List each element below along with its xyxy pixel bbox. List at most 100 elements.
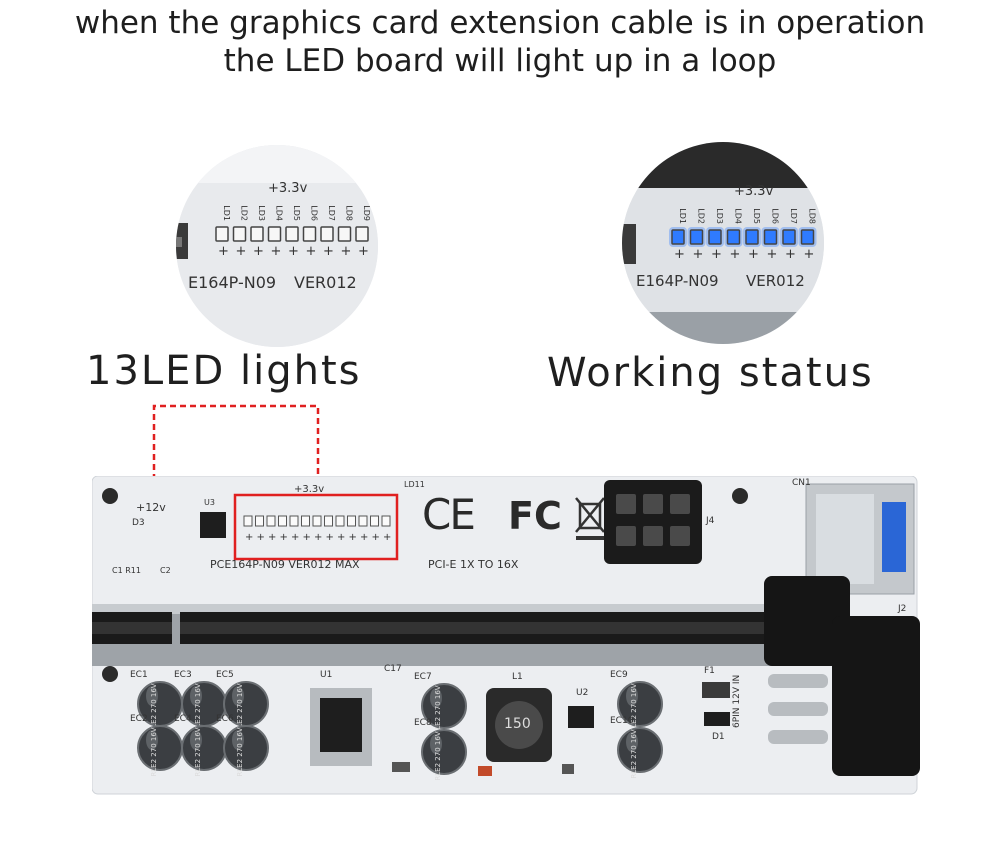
label-12v: +12v xyxy=(136,501,166,514)
zoom-left-plus-mark: + xyxy=(236,244,247,259)
zoom-left-led xyxy=(267,226,282,242)
board-plus-mark: + xyxy=(268,532,276,543)
board-plus-mark: + xyxy=(360,532,368,543)
zoom-left-plus-mark: + xyxy=(271,244,282,259)
capacitor-label: EC8 xyxy=(414,718,432,728)
label-model-line: PCE164P-N09 VER012 MAX xyxy=(210,558,360,571)
board-led xyxy=(255,515,264,527)
zoom-left-plus-mark: + xyxy=(358,244,369,259)
zoom-right-led xyxy=(726,229,741,245)
zoom-right-plus-mark: + xyxy=(730,247,741,262)
headline-line-1: when the graphics card extension cable i… xyxy=(74,5,926,41)
zoom-left-version: VER012 xyxy=(294,273,357,292)
zoom-right-led xyxy=(689,229,704,245)
zoom-left-led xyxy=(285,226,299,242)
capacitor-marking: RLE2 270 16V xyxy=(630,683,638,732)
label-c2: C2 xyxy=(160,566,171,575)
zoom-left-led xyxy=(320,226,334,242)
zoom-right-plus-mark: + xyxy=(804,247,815,262)
zoom-right-led xyxy=(708,229,722,245)
label-3v3: +3.3v xyxy=(294,484,325,495)
board-led xyxy=(358,515,368,527)
zoom-right-led xyxy=(800,229,815,245)
label-u2: U2 xyxy=(576,688,589,698)
label-ld11: LD11 xyxy=(404,480,425,489)
zoom-left-led-label: LD7 xyxy=(327,205,336,221)
capacitor-highlight xyxy=(190,686,202,706)
zoom-right-led-label: LD3 xyxy=(715,208,724,224)
capacitor-label: EC1 xyxy=(130,670,148,680)
label-j4: J4 xyxy=(706,516,715,526)
zoom-left-led-label: LD9 xyxy=(362,205,371,221)
capacitor-highlight xyxy=(626,686,638,706)
capacitor-marking: RLE2 270 16V xyxy=(194,727,202,776)
label-inductor: 150 xyxy=(504,716,531,732)
zoom-left-led xyxy=(302,226,317,242)
board-plus-mark: + xyxy=(291,532,299,543)
board-plus-mark: + xyxy=(257,532,265,543)
board-led xyxy=(266,515,276,527)
capacitor-marking: RLE2 270 16V xyxy=(236,683,244,732)
board-plus-mark: + xyxy=(326,532,334,543)
capacitor-marking: RLE2 270 16V xyxy=(630,729,638,778)
capacitor xyxy=(421,729,467,775)
board-plus-mark: + xyxy=(280,532,288,543)
zoom-right-plus-mark: + xyxy=(748,247,759,262)
capacitor-label: EC2 xyxy=(130,714,148,724)
board-plus-mark: + xyxy=(245,532,253,543)
board-led xyxy=(324,515,333,527)
headline-line-2: the LED board will light up in a loop xyxy=(223,43,777,79)
board-led xyxy=(278,515,287,527)
caption-led-lights: 13LED lights xyxy=(86,348,362,394)
capacitor-marking: RLE2 270 16V xyxy=(434,685,442,734)
zoom-left-led xyxy=(215,226,229,242)
capacitor-highlight xyxy=(626,732,638,752)
label-c17: C17 xyxy=(384,664,402,674)
capacitor-label: EC7 xyxy=(414,672,432,682)
zoom-left-model: E164P-N09 xyxy=(188,273,277,292)
capacitor-highlight xyxy=(146,730,158,750)
board-plus-mark: + xyxy=(314,532,322,543)
board-led xyxy=(335,515,345,527)
riser-board: +++++++++++++ xyxy=(92,476,922,796)
label-pcie: PCI-E 1X TO 16X xyxy=(428,558,519,571)
zoom-right-led-label: LD2 xyxy=(697,208,706,224)
label-cn1: CN1 xyxy=(792,478,811,488)
capacitor-label: EC4 xyxy=(174,714,192,724)
capacitor-label: EC5 xyxy=(216,670,234,680)
zoom-right-led-label: LD1 xyxy=(678,208,687,224)
zoom-left-led-label: LD8 xyxy=(345,205,354,221)
zoom-right-plus-mark: + xyxy=(711,247,722,262)
capacitor-marking: RLE2 270 16V xyxy=(194,683,202,732)
label-l1: L1 xyxy=(512,672,523,682)
zoom-right-led xyxy=(782,229,796,245)
zoom-right-version: VER012 xyxy=(746,272,805,290)
label-j2: J2 xyxy=(898,604,907,614)
label-f1: F1 xyxy=(704,666,715,676)
zoom-right-led-label: LD8 xyxy=(808,208,817,224)
capacitor-highlight xyxy=(146,686,158,706)
board-led xyxy=(243,515,253,527)
capacitor-highlight xyxy=(430,734,442,754)
zoom-right-led-label: LD5 xyxy=(752,208,761,224)
ce-mark: CE xyxy=(422,490,476,539)
capacitor-highlight xyxy=(232,686,244,706)
zoom-left-led xyxy=(250,226,264,242)
capacitor xyxy=(181,725,227,771)
board-plus-mark: + xyxy=(383,532,391,543)
capacitor-label: EC3 xyxy=(174,670,192,680)
zoom-left-led-label: LD2 xyxy=(240,205,249,221)
capacitor-label: EC9 xyxy=(610,670,628,680)
board-led xyxy=(347,515,356,527)
board-plus-mark: + xyxy=(303,532,311,543)
zoom-right-plus-mark: + xyxy=(693,247,704,262)
zoom-right-led-label: LD6 xyxy=(771,208,780,224)
zoom-right-plus-mark: + xyxy=(674,247,685,262)
capacitor xyxy=(223,725,269,771)
zoom-left-plus-mark: + xyxy=(306,244,317,259)
capacitor-label: EC10 xyxy=(610,716,634,726)
zoom-left-led-label: LD6 xyxy=(310,205,319,221)
capacitor-highlight xyxy=(232,730,244,750)
zoom-right-led-label: LD4 xyxy=(734,208,743,224)
riser-board-image: +++++++++++++ xyxy=(92,476,920,795)
